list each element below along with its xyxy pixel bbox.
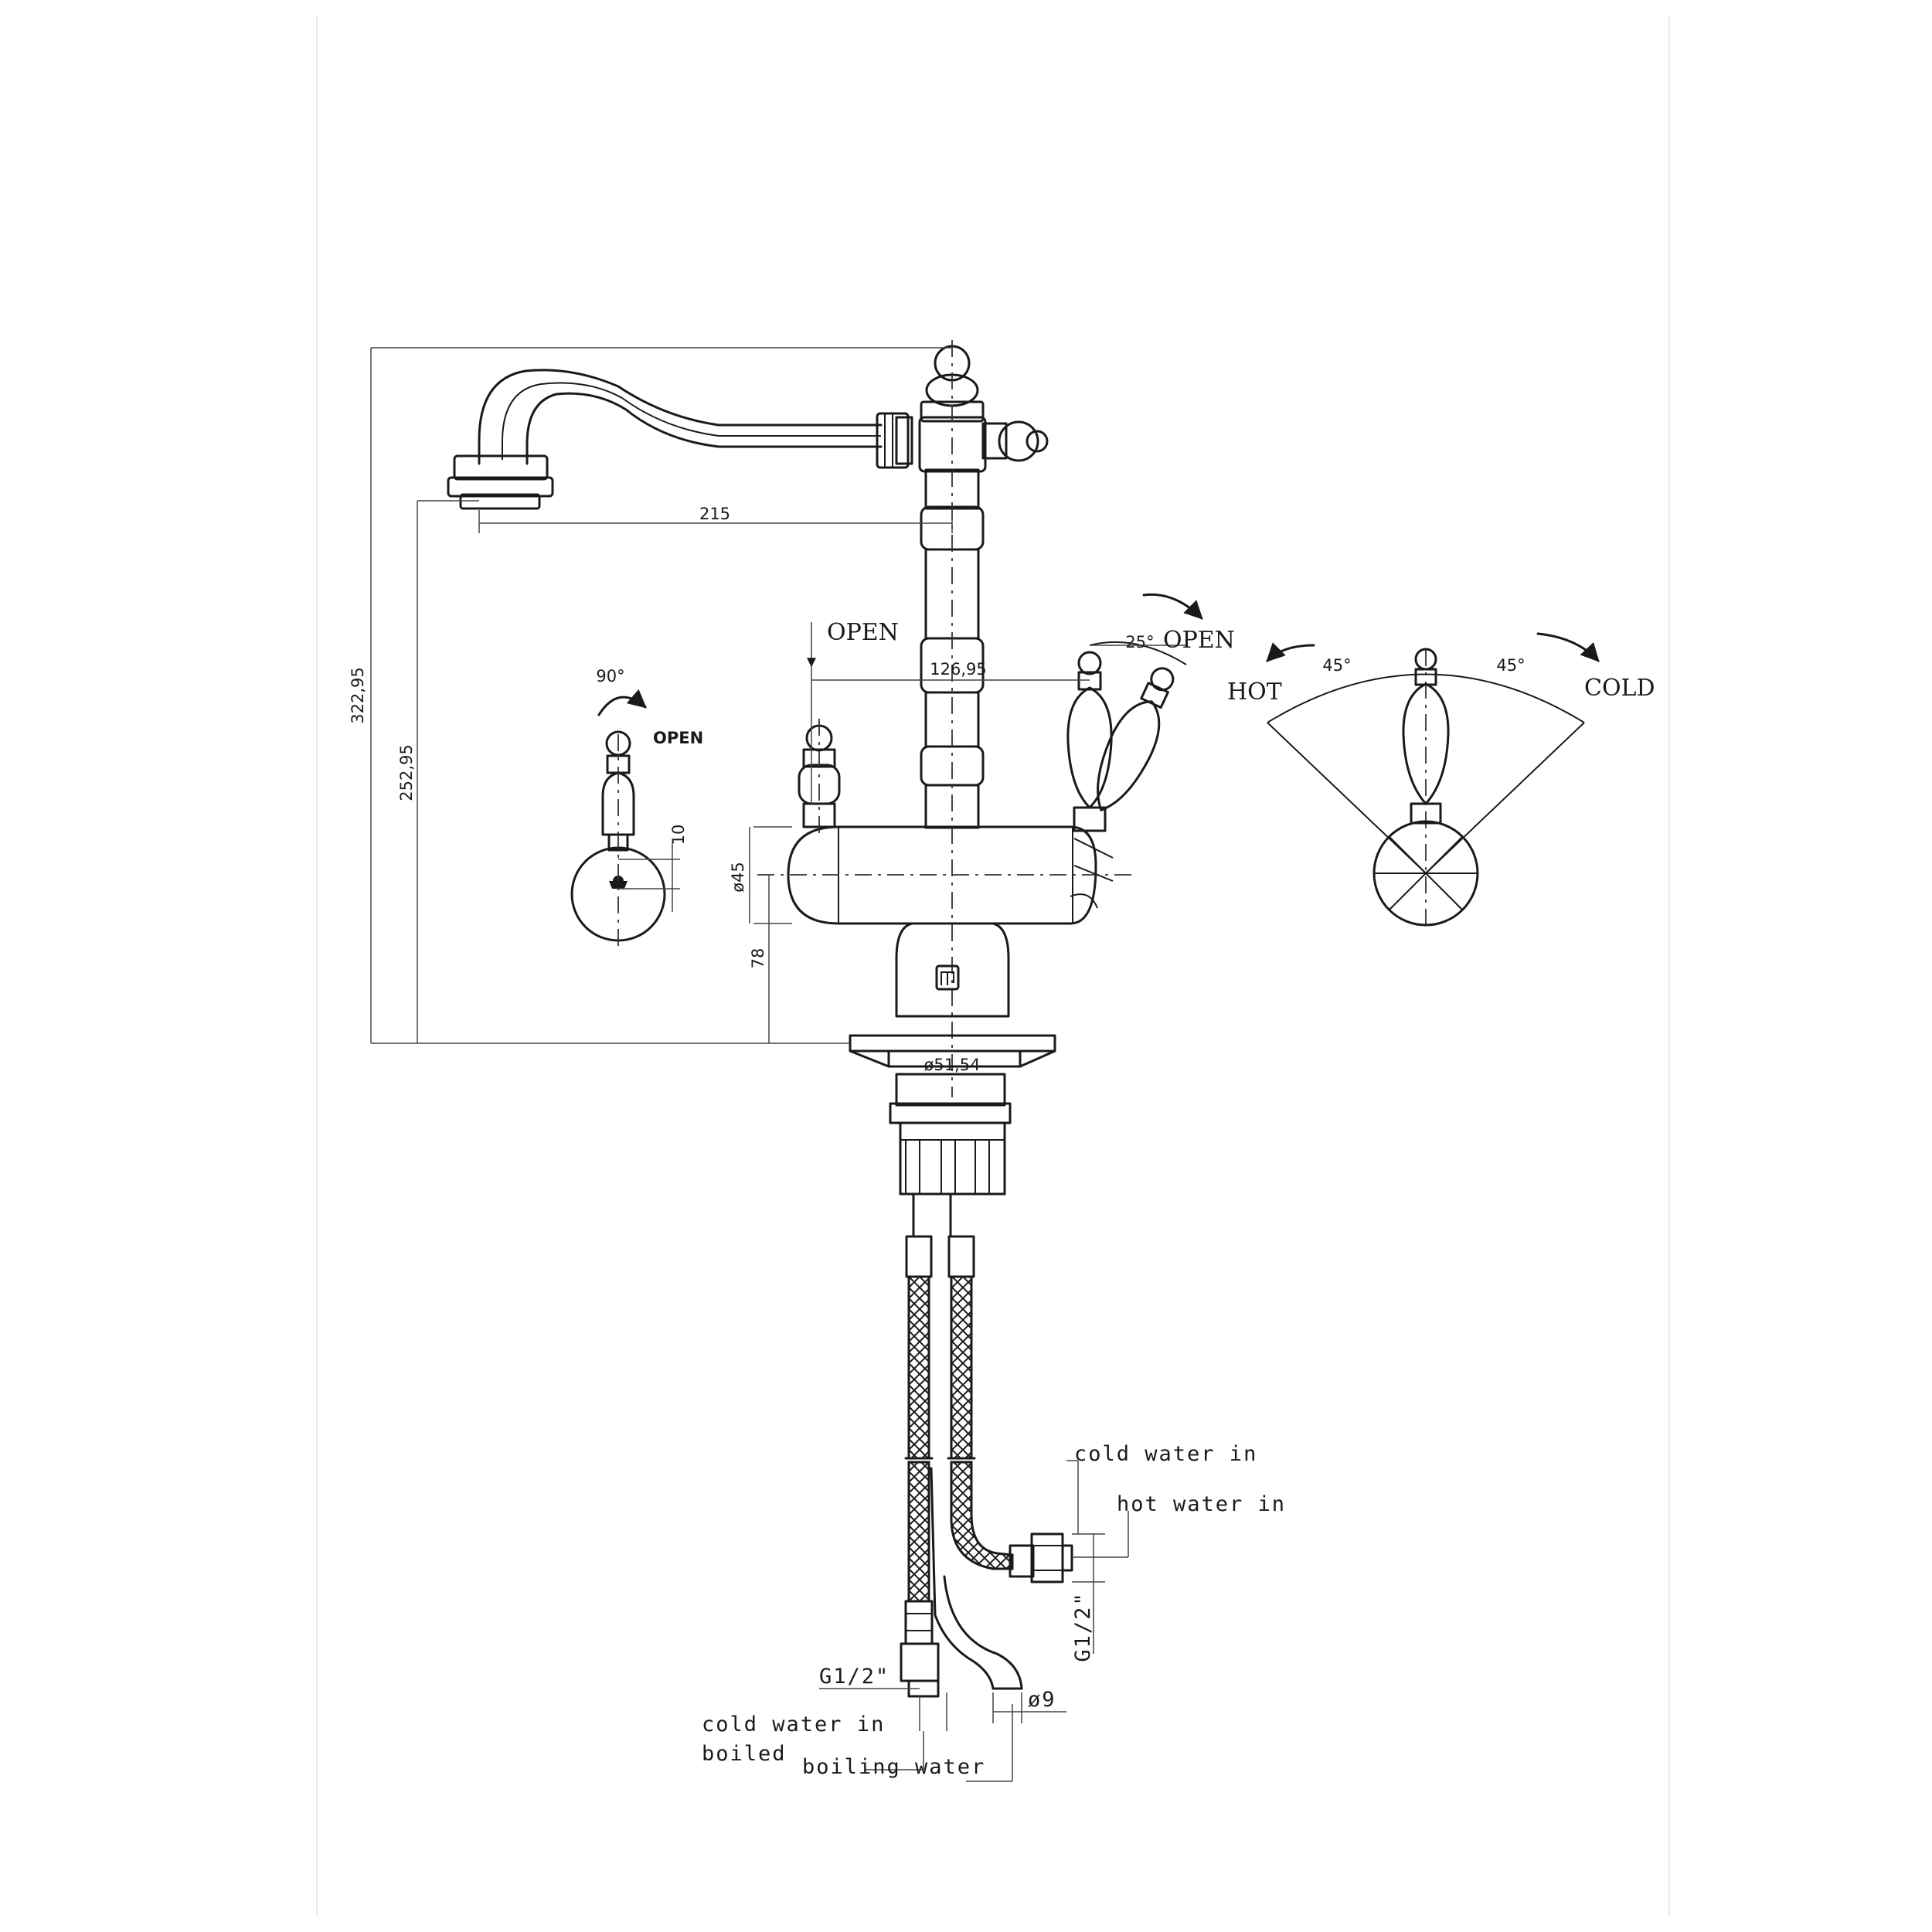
rotation-labels: 90° 25° 45° 45° (596, 633, 1525, 685)
open-right-label: OPEN (1163, 627, 1235, 654)
body-height-label: 78 (749, 948, 767, 969)
cold-water-in-boiled-label: cold water in (702, 1713, 885, 1736)
cold-label: COLD (1584, 675, 1655, 702)
hot-label: HOT (1227, 679, 1282, 706)
hoses (900, 1192, 1073, 1698)
mixer-body (757, 651, 1175, 1018)
base-diameter-label: ø51,54 (924, 1056, 981, 1074)
left-angle-label: 90° (596, 667, 624, 685)
cold-water-in-label: cold water in (1074, 1442, 1257, 1466)
body-diameter-label: ø45 (729, 862, 747, 893)
spout-reach-label: 215 (699, 505, 730, 523)
open-left-label: OPEN (827, 619, 899, 646)
hose-thread-right-label: G1/2" (1071, 1591, 1095, 1662)
cold-water-in-boiled-label-2: boiled (702, 1742, 787, 1766)
open-knob-label: OPEN (653, 729, 703, 747)
boiling-water-label: boiling water (802, 1755, 985, 1779)
rotate-arrow-icon (1142, 593, 1203, 620)
hose-thread-left-label: G1/2" (819, 1665, 889, 1689)
hot-water-in-label: hot water in (1117, 1492, 1286, 1516)
handle-side-view (1266, 632, 1600, 927)
dimension-lines (370, 347, 1186, 1782)
central-column (918, 340, 1049, 1097)
direction-labels: OPEN OPEN OPEN HOT COLD (653, 619, 1655, 747)
side-right-angle-label: 45° (1496, 656, 1525, 675)
handle-spacing-label: 126,95 (930, 660, 986, 679)
spout (447, 369, 913, 510)
faucet-front-view (447, 340, 1175, 1698)
knob-offset-label: 10 (669, 825, 688, 845)
side-left-angle-label: 45° (1322, 656, 1351, 675)
pipe-diameter-label: ø9 (1028, 1688, 1056, 1712)
connection-labels: cold water in hot water in cold water in… (702, 1442, 1286, 1779)
dimension-labels: 322,95 252,95 215 126,95 ø45 78 10 ø51,5… (349, 505, 1095, 1712)
overall-height-label: 322,95 (349, 667, 367, 723)
knob-side-detail (570, 689, 680, 947)
right-angle-label: 25° (1125, 633, 1154, 651)
spout-height-label: 252,95 (397, 744, 416, 801)
